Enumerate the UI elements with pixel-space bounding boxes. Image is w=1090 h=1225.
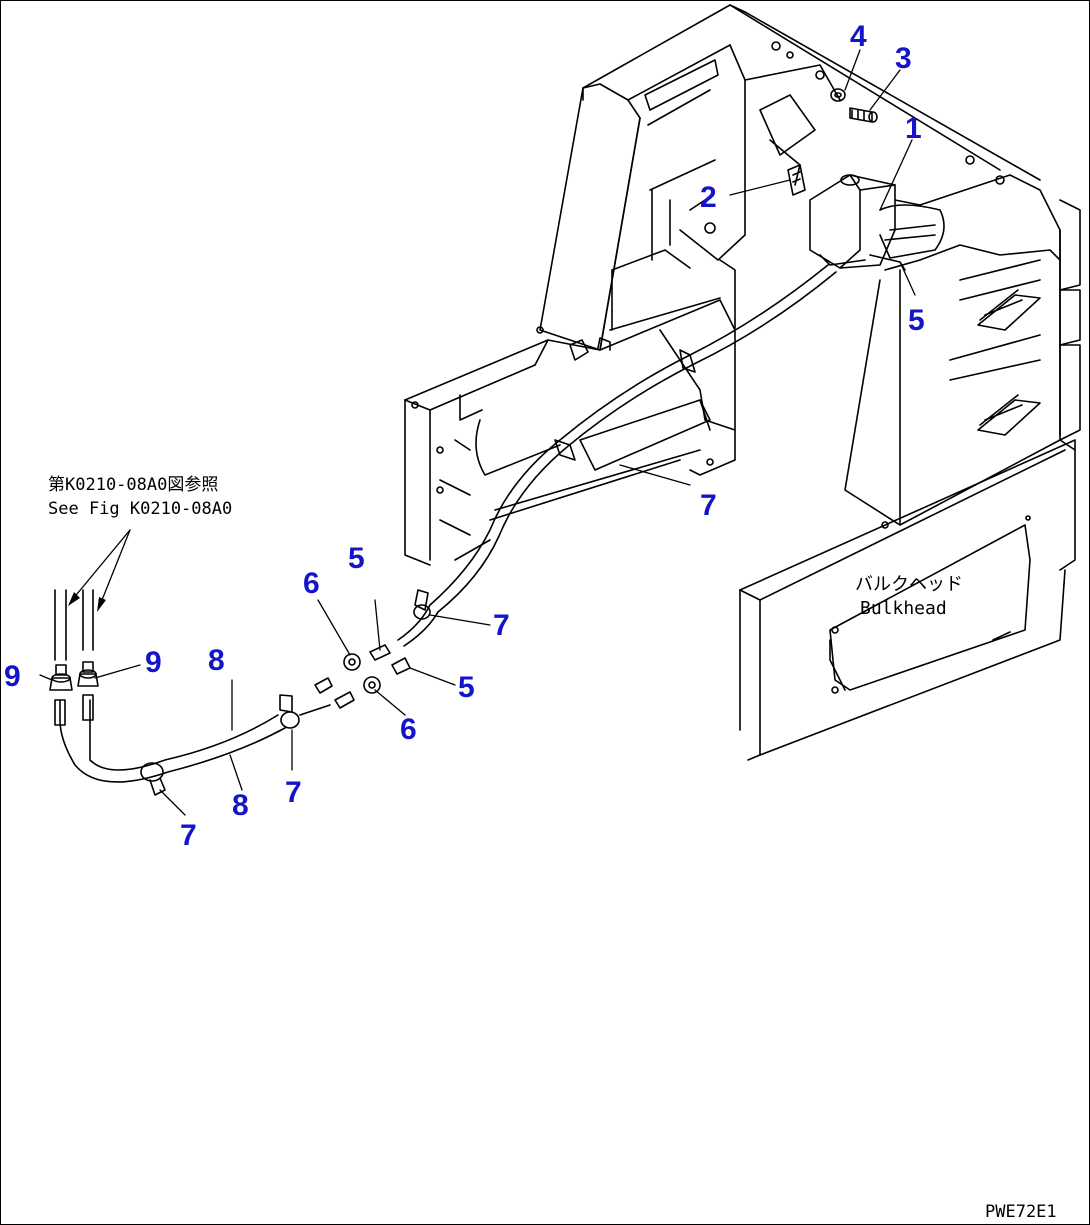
- hose-routing: [59, 264, 837, 783]
- callout-4: 4: [850, 20, 867, 53]
- tank-assembly: [809, 174, 945, 271]
- callout-9-left: 9: [4, 660, 21, 693]
- callout-1: 1: [905, 112, 922, 145]
- part-callouts: 1 2 3 4 5 5 5 6 6 7 7 7 7 8 8 9 9: [4, 20, 925, 852]
- callout-7-mid: 7: [285, 776, 302, 809]
- bracket-bolt-washer: [787, 88, 878, 196]
- callout-6-upper: 6: [303, 567, 320, 600]
- leader-lines: [39, 49, 916, 816]
- callout-6-lower: 6: [400, 713, 417, 746]
- arrow-heads: [68, 592, 106, 612]
- callout-2: 2: [700, 181, 717, 214]
- drawing-code: PWE72E1: [985, 1202, 1057, 1222]
- callout-9-right: 9: [145, 646, 162, 679]
- callout-5-tank: 5: [908, 304, 925, 337]
- callout-3: 3: [895, 42, 912, 75]
- callout-5-lower: 5: [458, 671, 475, 704]
- callout-8-upper: 8: [208, 644, 225, 677]
- rear-frame: [404, 4, 1081, 761]
- reference-note-en: See Fig K0210-08A0: [48, 499, 232, 519]
- reference-note-jp: 第K0210-08A0図参照: [48, 475, 218, 495]
- bulkhead-label-en: Bulkhead: [860, 598, 947, 619]
- annotations: 第K0210-08A0図参照 See Fig K0210-08A0 バルクヘッド…: [48, 475, 1057, 1222]
- bulkhead-label-jp: バルクヘッド: [855, 574, 963, 595]
- fittings: [49, 589, 411, 726]
- callout-7-frame: 7: [700, 489, 717, 522]
- clamps: [140, 337, 696, 796]
- callout-7-left: 7: [180, 819, 197, 852]
- callout-7-front: 7: [493, 609, 510, 642]
- callout-8-lower: 8: [232, 789, 249, 822]
- callout-5-upper: 5: [348, 542, 365, 575]
